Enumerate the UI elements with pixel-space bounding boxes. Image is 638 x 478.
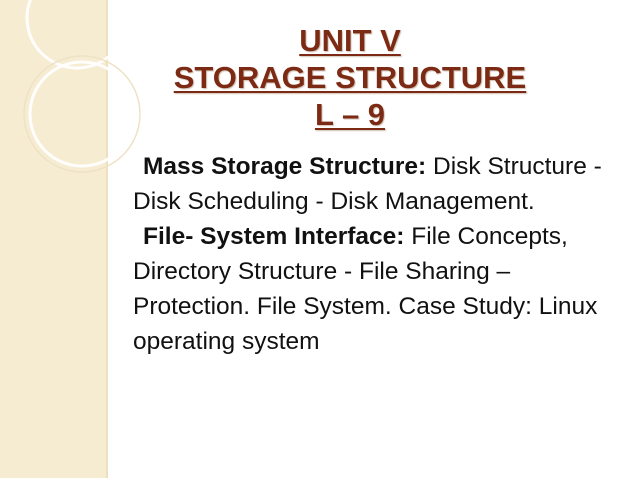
title-line-unit: UNIT V [299, 23, 401, 58]
decorative-rings-graphic [23, 0, 141, 173]
side-band [0, 0, 106, 478]
decorative-ring-lower [28, 60, 136, 168]
paragraph-heading: File- System Interface: [143, 223, 405, 250]
paragraph-text: File Concepts, Directory Structure - Fil… [133, 223, 598, 355]
slide-title: UNIT V STORAGE STRUCTURE L – 9 [120, 22, 580, 133]
decorative-ring-shadow [23, 55, 141, 173]
title-line-lecture: L – 9 [314, 97, 386, 132]
title-line-topic: STORAGE STRUCTURE [173, 60, 527, 95]
paragraph-file-system: File- System Interface: File Concepts, D… [133, 219, 623, 359]
paragraph-heading: Mass Storage Structure: [143, 153, 427, 180]
decorative-ring-upper [25, 0, 129, 70]
paragraph-mass-storage: Mass Storage Structure: Disk Structure -… [133, 149, 623, 219]
paragraph-text: Disk Structure - Disk Scheduling - Disk … [133, 153, 602, 215]
side-band-edge [106, 0, 108, 478]
slide-body: Mass Storage Structure: Disk Structure -… [133, 149, 623, 359]
